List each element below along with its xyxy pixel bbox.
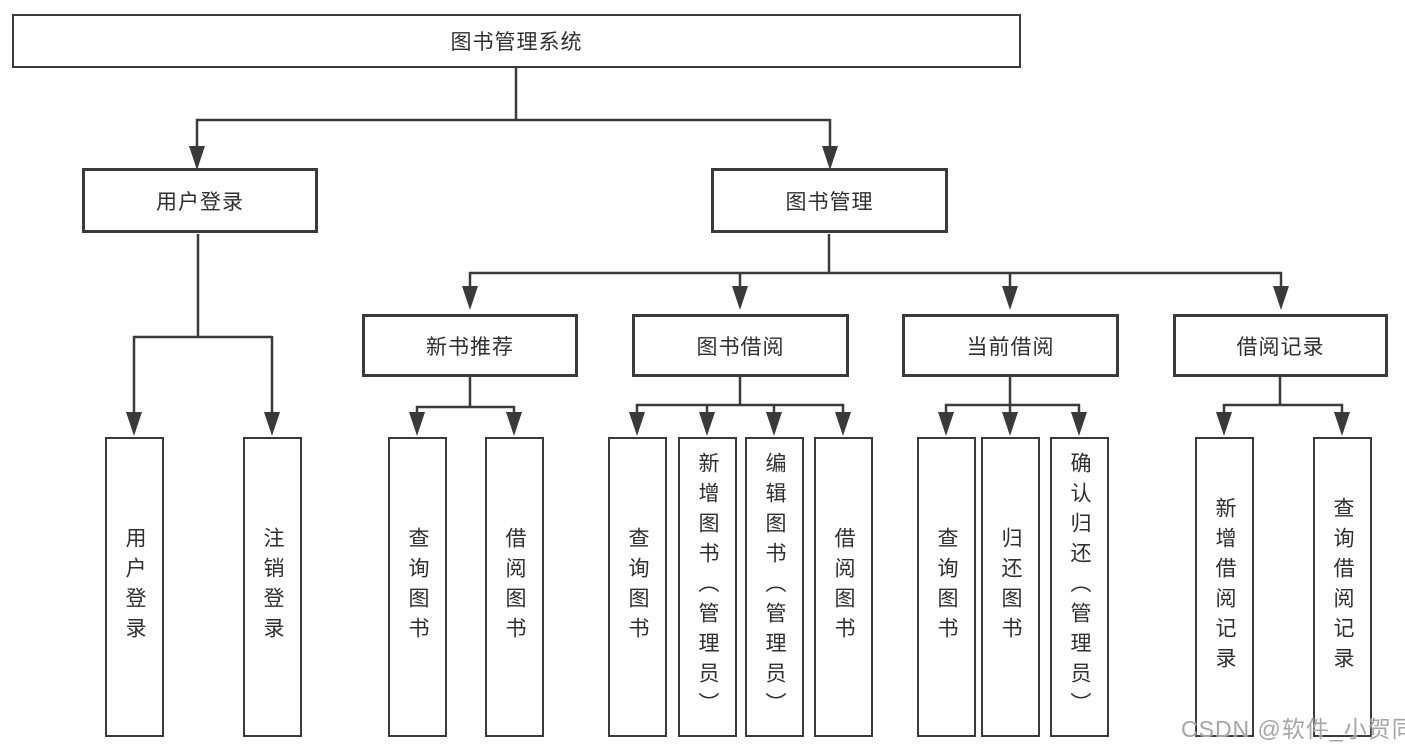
- leaf-borrow-books-recommend: 借阅图书: [485, 437, 544, 737]
- leaf-add-borrow-record: 新增借阅记录: [1195, 437, 1254, 737]
- node-book-borrowing: 图书借阅: [632, 314, 849, 377]
- node-current-borrowing: 当前借阅: [902, 314, 1119, 377]
- leaf-edit-book-admin: 编辑图书（管理员）: [745, 437, 804, 737]
- node-library-system: 图书管理系统: [12, 14, 1021, 68]
- csdn-watermark: CSDN @软件_小贺同学: [1181, 716, 1405, 742]
- leaf-user-login: 用户登录: [105, 437, 164, 737]
- arrowheads: [126, 146, 1350, 436]
- leaf-query-books-recommend: 查询图书: [388, 437, 447, 737]
- leaf-borrow-books-borrowing: 借阅图书: [814, 437, 873, 737]
- node-user-login: 用户登录: [82, 168, 318, 233]
- leaf-return-books: 归还图书: [981, 437, 1040, 737]
- leaf-query-books-current: 查询图书: [917, 437, 976, 737]
- node-new-book-recommend: 新书推荐: [362, 314, 578, 377]
- node-borrowing-records: 借阅记录: [1173, 314, 1388, 377]
- leaf-logout: 注销登录: [243, 437, 302, 737]
- leaf-confirm-return-admin: 确认归还（管理员）: [1050, 437, 1109, 737]
- leaf-query-books-borrowing: 查询图书: [608, 437, 667, 737]
- leaf-add-book-admin: 新增图书（管理员）: [678, 437, 737, 737]
- leaf-query-borrow-record: 查询借阅记录: [1313, 437, 1372, 737]
- node-book-management: 图书管理: [711, 168, 948, 233]
